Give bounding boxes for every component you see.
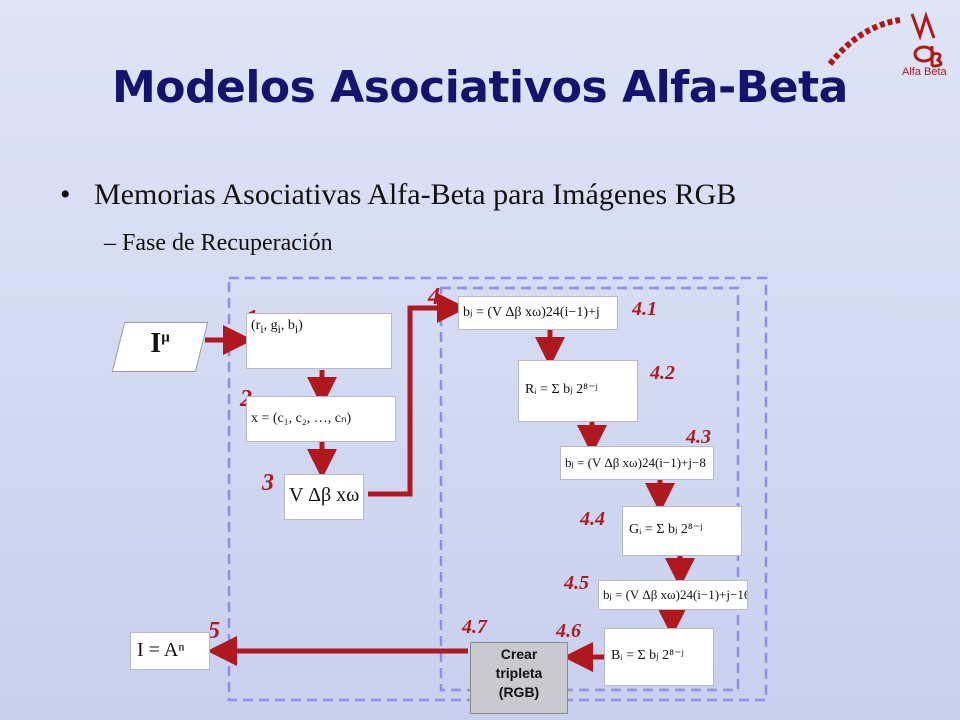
inner-dashed-frame	[439, 286, 740, 692]
box-step-3: V Δβ xω	[284, 474, 364, 520]
step-5: 5	[208, 618, 220, 644]
box-step-4-4: Gᵢ = Σ bⱼ 2⁸⁻ʲ	[622, 506, 742, 556]
input-label: Iμ	[150, 328, 170, 359]
step-3: 3	[262, 470, 274, 496]
sub-bullet: – Fase de Recuperación	[104, 230, 333, 256]
arrow-3-to-4	[368, 293, 467, 497]
box-step-5: I = Aⁿ	[130, 632, 210, 670]
box-step-4-6: Bᵢ = Σ bⱼ 2⁸⁻ʲ	[604, 628, 714, 686]
box-step-4-5: bⱼ = (V Δβ xω)24(i−1)+j−16	[598, 580, 748, 610]
crear-line-1: Crear	[500, 646, 538, 662]
alfa-beta-logo-icon	[827, 11, 943, 68]
sub-bullet-text: Fase de Recuperación	[122, 230, 333, 256]
step-4-1: 4.1	[632, 298, 657, 320]
box-step-2: x = (c₁, c₂, …, cₙ)	[246, 396, 396, 442]
crear-line-3: (RGB)	[498, 684, 540, 700]
box-step-1: (ri, gi, bi)	[246, 313, 392, 369]
step-4-6: 4.6	[556, 620, 581, 642]
step-4-7: 4.7	[462, 616, 487, 638]
step-4-2: 4.2	[650, 362, 675, 384]
step-4-5: 4.5	[564, 572, 589, 594]
bullet-text: Memorias Asociativas Alfa-Beta para Imág…	[94, 178, 737, 211]
bullet-dot: •	[60, 178, 71, 211]
box-step-4-3: bⱼ = (V Δβ xω)24(i−1)+j−8	[560, 446, 714, 480]
box-step-4-1: bⱼ = (V Δβ xω)24(i−1)+j	[458, 296, 618, 330]
step-4-3: 4.3	[686, 426, 711, 448]
logo-text: Alfa Beta	[902, 66, 947, 78]
step-4-4: 4.4	[580, 508, 605, 530]
step-4: 4	[428, 284, 440, 310]
bullet-main: • Memorias Asociativas Alfa-Beta para Imá…	[60, 178, 736, 212]
box-step-4-2: Rᵢ = Σ bⱼ 2⁸⁻ʲ	[518, 360, 638, 422]
slide-title: Modelos Asociativos Alfa-Beta	[112, 62, 848, 113]
crear-tripleta-box: Crear tripleta (RGB)	[470, 642, 568, 714]
crear-line-2: tripleta	[495, 665, 543, 681]
